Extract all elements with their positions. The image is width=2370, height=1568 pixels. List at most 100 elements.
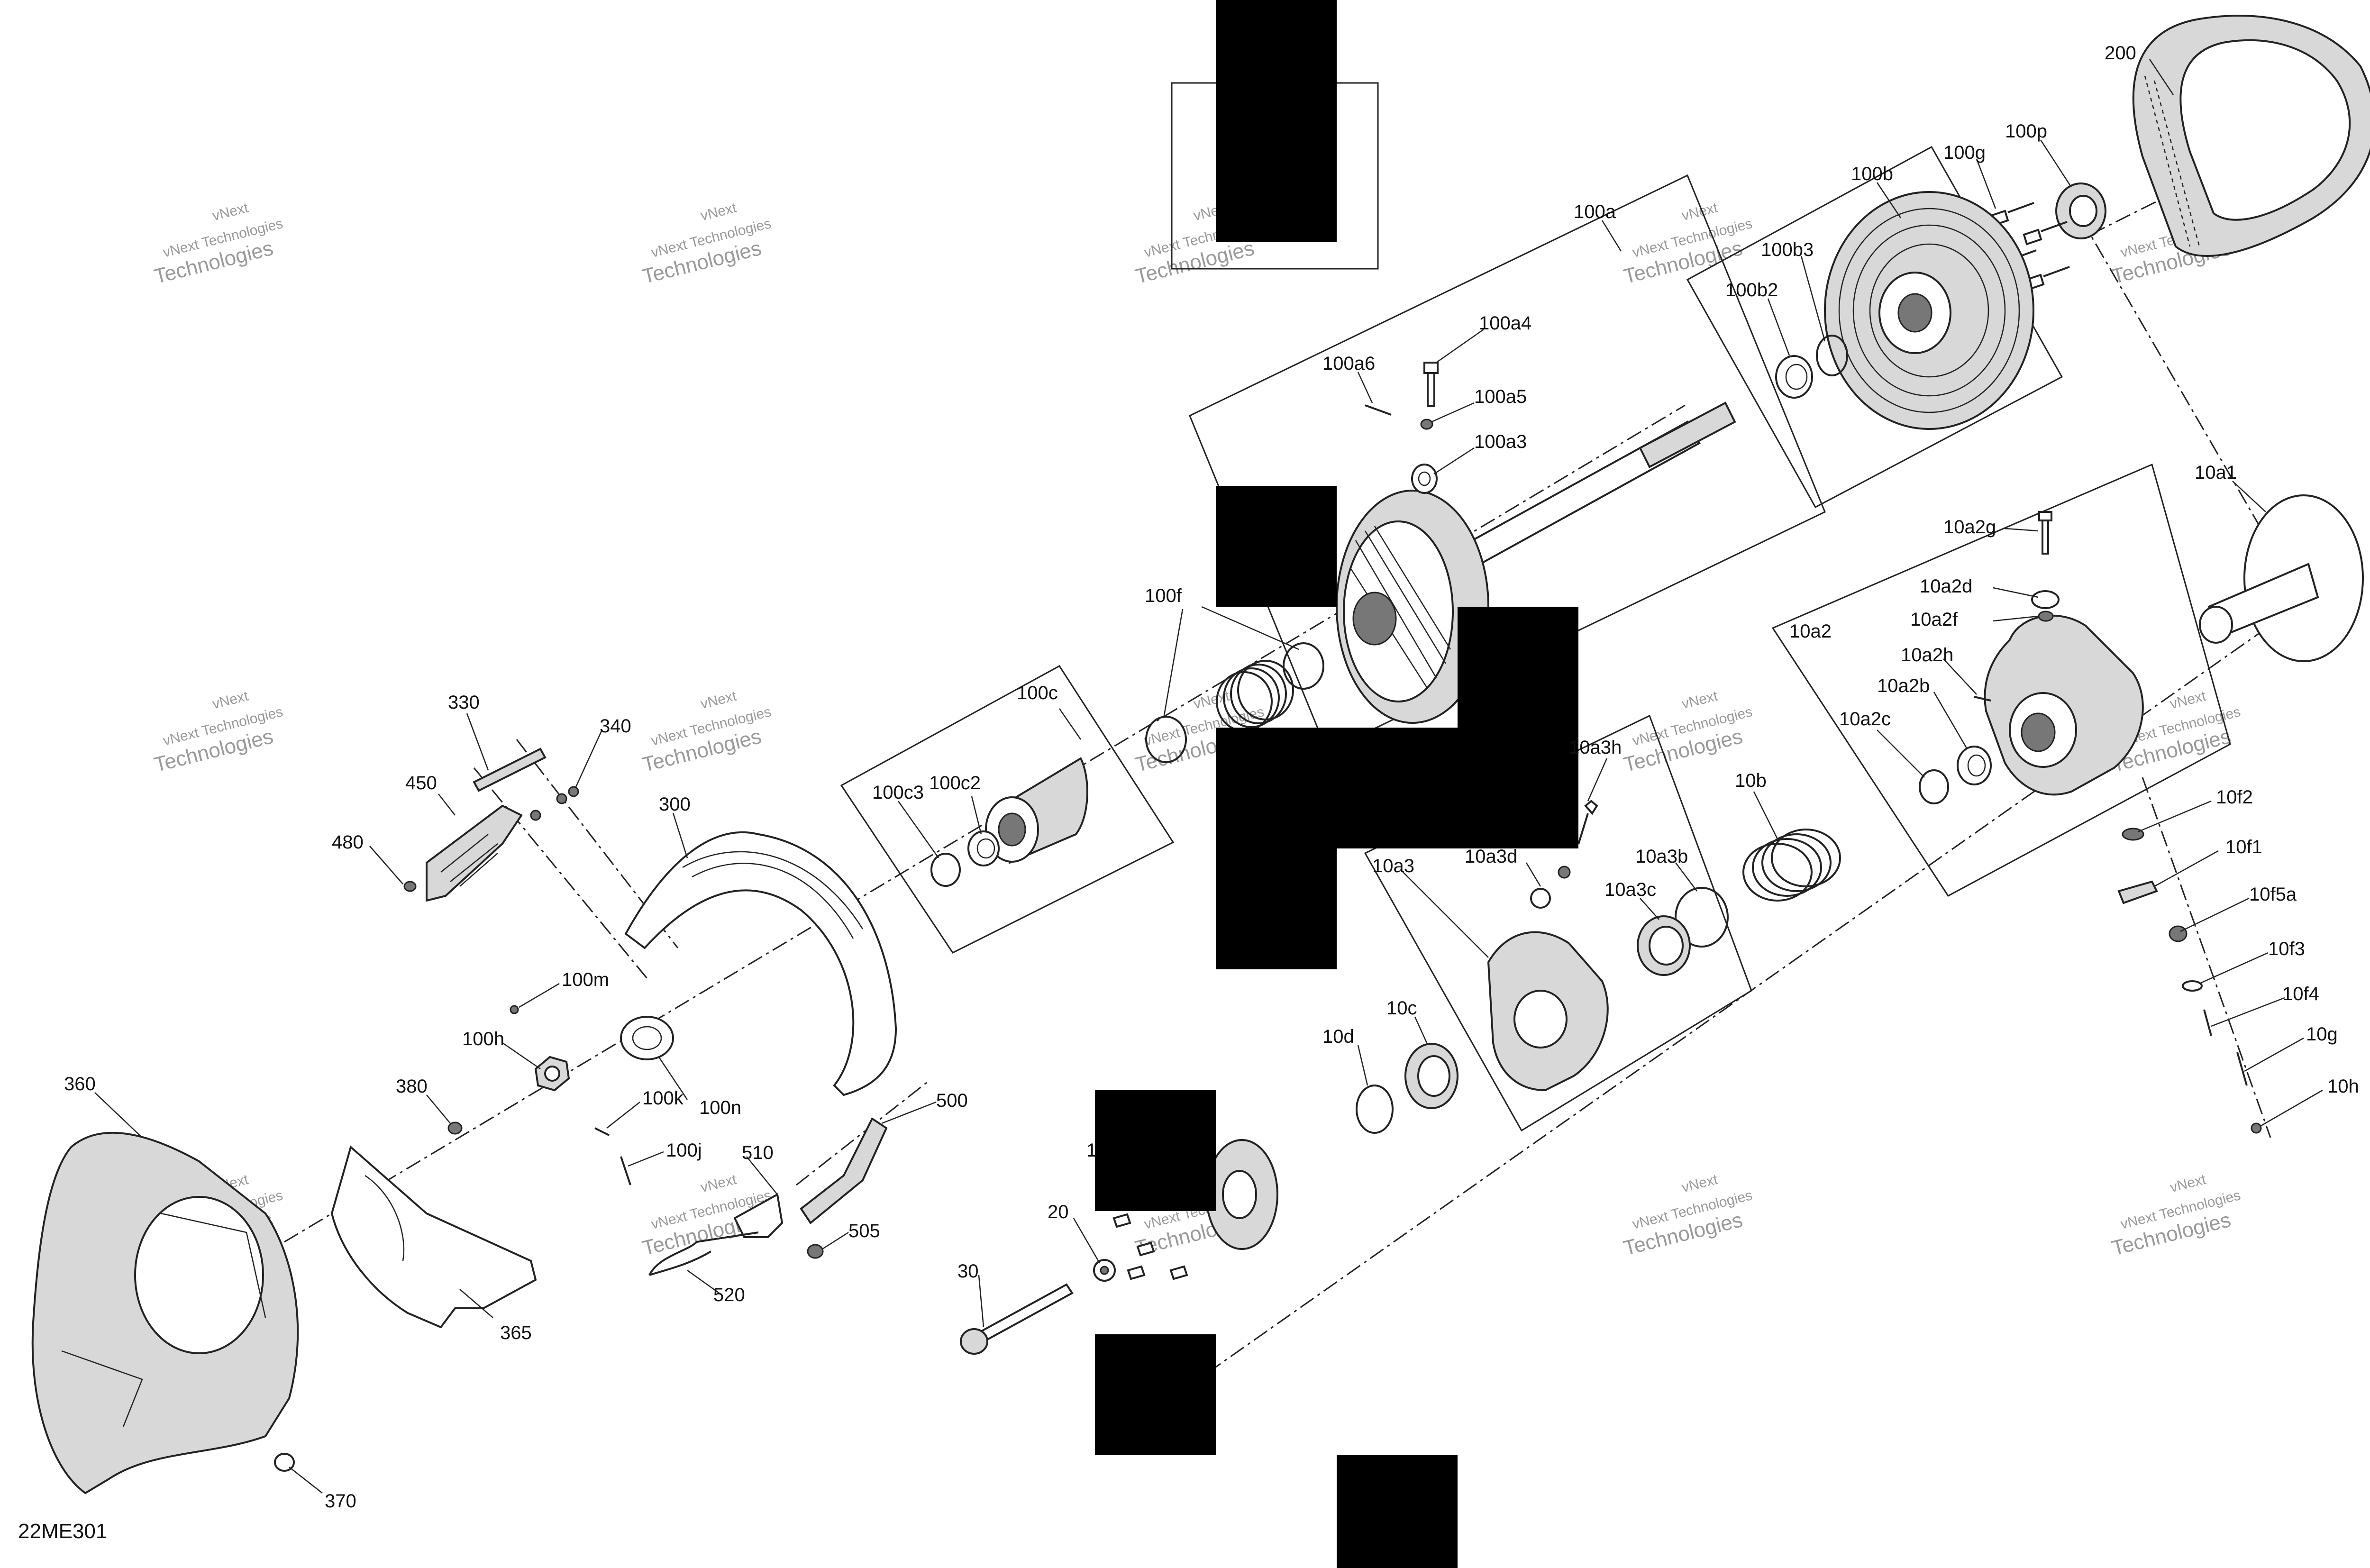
callout-labels: 200 100p 100g 100b 100a 100b3 100b2 100a… xyxy=(64,43,2359,1512)
spacer-100a3 xyxy=(1411,464,1438,494)
pin-100k xyxy=(594,1127,610,1136)
fixed-sheave-100a xyxy=(1336,490,1489,724)
callout-100a6: 100a6 xyxy=(1322,353,1375,374)
svg-text:vNext: vNext xyxy=(211,688,250,712)
callout-1: 1 xyxy=(1086,1140,1097,1161)
redaction-block xyxy=(1216,0,1337,242)
callout-10h: 10h xyxy=(2327,1076,2359,1097)
callout-10b: 10b xyxy=(1735,770,1767,791)
callout-10d: 10d xyxy=(1322,1026,1354,1047)
callout-100c: 100c xyxy=(1017,683,1058,703)
callout-100a3: 100a3 xyxy=(1474,431,1527,452)
svg-text:vNext: vNext xyxy=(2169,1172,2208,1196)
bearing-100p xyxy=(2055,182,2106,239)
fasteners-340 xyxy=(530,786,579,821)
redaction-block xyxy=(1337,1455,1458,1568)
svg-text:vNext: vNext xyxy=(699,200,738,224)
callout-100c2: 100c2 xyxy=(929,773,981,793)
washer-10f3 xyxy=(2182,980,2203,992)
leader-lines xyxy=(94,59,2323,1494)
svg-text:vNext: vNext xyxy=(2169,688,2208,712)
callout-100b: 100b xyxy=(1851,164,1893,184)
callout-100m: 100m xyxy=(562,969,609,990)
callout-100n: 100n xyxy=(699,1097,741,1118)
pin-10f4 xyxy=(2203,1009,2212,1036)
bushing-100c2 xyxy=(967,830,1000,866)
bracket-450 xyxy=(426,804,523,902)
callout-100b2: 100b2 xyxy=(1725,280,1778,301)
svg-text:vNext: vNext xyxy=(699,688,738,712)
pin-100a6 xyxy=(1365,404,1392,416)
callout-30: 30 xyxy=(957,1261,979,1282)
bracket-500 xyxy=(800,1117,888,1224)
callout-100g: 100g xyxy=(1943,142,1986,163)
pin-10a2h xyxy=(1974,696,1991,702)
callout-370: 370 xyxy=(325,1491,356,1512)
callout-100a: 100a xyxy=(1574,201,1616,222)
pin-100j xyxy=(620,1156,631,1185)
callout-330: 330 xyxy=(448,692,480,713)
callout-200: 200 xyxy=(2105,43,2136,64)
sheave-100b xyxy=(1824,191,2034,430)
nut-100h xyxy=(534,1056,570,1092)
diagram-code: 22ME301 xyxy=(18,1520,107,1543)
callout-500: 500 xyxy=(936,1090,968,1111)
callout-510: 510 xyxy=(742,1142,774,1163)
svg-text:vNext: vNext xyxy=(211,200,250,224)
frame-100c xyxy=(840,665,1175,954)
frame-10a2 xyxy=(1771,463,2231,897)
svg-text:vNext: vNext xyxy=(1680,688,1720,712)
nut-505 xyxy=(807,1244,824,1259)
roller-10a2d xyxy=(2031,590,2060,609)
redaction-block xyxy=(1216,848,1337,969)
guard-300 xyxy=(624,831,897,1096)
callout-450: 450 xyxy=(405,773,437,793)
spider-100c xyxy=(985,757,1088,865)
washer-10a2f xyxy=(2038,611,2054,622)
redaction-block xyxy=(1095,1090,1216,1211)
screw-380 xyxy=(447,1121,463,1135)
washer-100n xyxy=(620,1016,674,1060)
callout-10c: 10c xyxy=(1386,998,1417,1019)
bolt-30 xyxy=(960,1283,1074,1355)
spring-10b xyxy=(1742,829,1841,902)
bushing-100b2 xyxy=(1775,355,1813,399)
redaction-block xyxy=(1216,728,1578,848)
callout-10a2f: 10a2f xyxy=(1910,609,1958,630)
lever-10f1 xyxy=(2117,880,2158,904)
spider-10a3 xyxy=(1487,931,1609,1092)
screw-480 xyxy=(403,881,417,892)
callout-100k: 100k xyxy=(642,1088,684,1109)
callout-10g: 10g xyxy=(2306,1024,2338,1045)
sheave-10a1 xyxy=(2199,494,2364,662)
redaction-blocks xyxy=(1095,0,1578,1568)
callout-10f1: 10f1 xyxy=(2225,837,2262,857)
redaction-block xyxy=(1095,1334,1216,1455)
callout-100f: 100f xyxy=(1145,585,1182,606)
spring-100f xyxy=(1145,642,1324,763)
redaction-block xyxy=(1216,486,1337,607)
drive-belt-200 xyxy=(2132,15,2370,257)
frame-100a xyxy=(1189,174,1826,753)
callout-380: 380 xyxy=(396,1076,428,1097)
bushing-10a2b xyxy=(1957,746,1992,785)
callout-10a2b: 10a2b xyxy=(1877,675,1930,696)
movable-sheave-10a2 xyxy=(1984,614,2144,796)
callout-360: 360 xyxy=(64,1074,96,1094)
svg-text:vNext: vNext xyxy=(1680,1172,1720,1196)
clip-520 xyxy=(648,1231,759,1276)
watermark: vNext vNext Technologies Technologies xyxy=(1621,1172,1754,1260)
callout-10a3: 10a3 xyxy=(1372,856,1414,876)
ring-10a2c xyxy=(1919,769,1949,804)
watermark: vNext vNext Technologies Technologies xyxy=(640,688,773,777)
washer-100a5 xyxy=(1420,419,1433,430)
callout-10a2h: 10a2h xyxy=(1901,645,1953,665)
callout-10a1: 10a1 xyxy=(2195,462,2237,483)
screw-10a2g xyxy=(2038,511,2052,555)
screw-10h xyxy=(2251,1122,2262,1134)
watermark: vNext vNext Technologies Technologies xyxy=(152,688,284,777)
callout-10a2g: 10a2g xyxy=(1943,517,1996,538)
ring-100c3 xyxy=(930,853,961,887)
callout-10f5a: 10f5a xyxy=(2249,884,2297,905)
